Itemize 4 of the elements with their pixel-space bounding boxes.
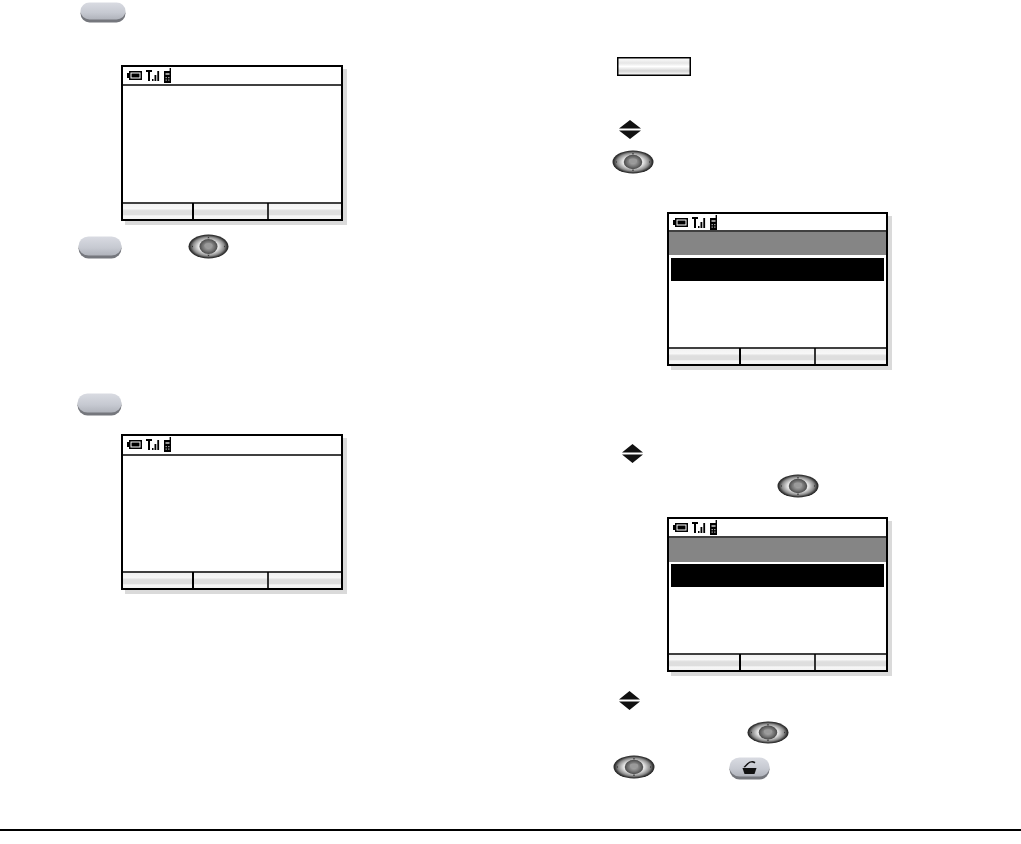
phone-screen-drawing bbox=[667, 212, 892, 370]
phone-screen-drawing bbox=[121, 65, 347, 225]
phone-screen-drawing bbox=[667, 517, 892, 676]
phone-screen-drawing bbox=[121, 434, 347, 594]
